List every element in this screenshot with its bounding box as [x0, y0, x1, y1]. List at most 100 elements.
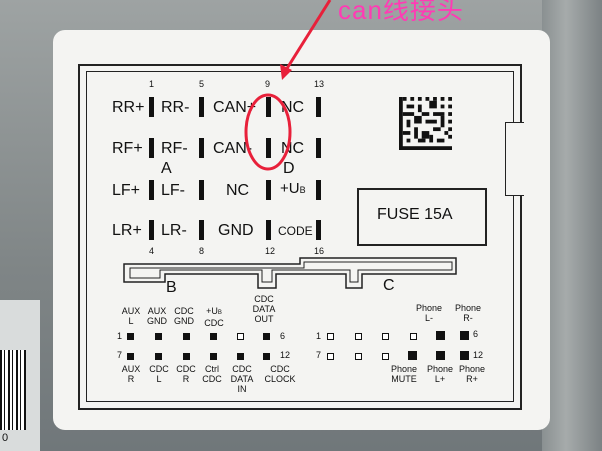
- pin-label: LR-: [161, 222, 187, 239]
- letter-c: C: [383, 277, 395, 294]
- label-frame-outer: [78, 64, 522, 410]
- pin: [316, 180, 321, 200]
- pin-square: [410, 333, 417, 340]
- pin-number: 9: [265, 79, 271, 89]
- pin-number: 12: [265, 246, 276, 256]
- pin-square: [327, 353, 334, 360]
- pin-square: [263, 353, 270, 360]
- pin: [199, 138, 204, 158]
- pin-number: 5: [199, 79, 205, 89]
- pin-square: [155, 333, 162, 340]
- pin-number: 16: [314, 246, 325, 256]
- pin-label: LF-: [161, 182, 185, 199]
- pin-square: [183, 333, 190, 340]
- pin: [266, 138, 271, 158]
- pin-number: 1: [117, 331, 123, 341]
- pin-label: GND: [218, 222, 254, 239]
- pin: [199, 97, 204, 117]
- pin-label: LR+: [112, 222, 142, 239]
- pin-square: [460, 331, 469, 340]
- pin-label: RR-: [161, 99, 190, 116]
- pin: [149, 220, 154, 240]
- pin-square: [355, 333, 362, 340]
- pin-square: [436, 351, 445, 360]
- pin-number: 7: [316, 350, 322, 360]
- pin-number: 1: [149, 79, 155, 89]
- pin-number: 8: [199, 246, 205, 256]
- pin-square: [327, 333, 334, 340]
- pin-square: [237, 353, 244, 360]
- pin-label: LF+: [112, 182, 141, 199]
- pin-square: [210, 353, 217, 360]
- highlight-circle: [244, 93, 292, 171]
- pin-number: 6: [473, 329, 479, 339]
- pin-label: RF+: [112, 140, 143, 157]
- pin: [266, 97, 271, 117]
- pin: [266, 180, 271, 200]
- letter-a: A: [161, 160, 172, 177]
- pin: [149, 97, 154, 117]
- pin-square: [408, 351, 417, 360]
- barcode: [0, 350, 26, 430]
- pin: [266, 220, 271, 240]
- fuse-box: [357, 188, 487, 246]
- pin-label: NC: [226, 182, 250, 199]
- pin-square: [263, 333, 270, 340]
- pin-square: [355, 353, 362, 360]
- pin-square: [127, 333, 134, 340]
- pin-square: [436, 331, 445, 340]
- pin: [199, 180, 204, 200]
- pin-number: 6: [280, 331, 286, 341]
- pin-square: [382, 353, 389, 360]
- pin-number: 1: [316, 331, 322, 341]
- pin-number: 12: [280, 350, 291, 360]
- pin-number: 7: [117, 350, 123, 360]
- datamatrix-code: [399, 97, 452, 150]
- pin-square: [382, 333, 389, 340]
- fuse-label: FUSE 15A: [377, 206, 453, 223]
- pin-label: +U: [280, 180, 300, 197]
- pin-square: [460, 351, 469, 360]
- pin: [149, 180, 154, 200]
- pin: [316, 220, 321, 240]
- pin-square: [155, 353, 162, 360]
- pin-label: RR+: [112, 99, 145, 116]
- pin: [316, 97, 321, 117]
- pin-square: [210, 333, 217, 340]
- pin-label: CAN+: [213, 99, 257, 116]
- pin-square: [237, 333, 244, 340]
- label-frame-inner: [86, 71, 514, 402]
- pin: [149, 138, 154, 158]
- pin-label-uplus: +UB: [280, 180, 306, 197]
- pin-number: 12: [473, 350, 484, 360]
- letter-d: D: [283, 160, 295, 177]
- pin-square: [183, 353, 190, 360]
- metal-edge: [542, 0, 602, 451]
- subscript: B: [299, 185, 306, 195]
- pin: [316, 138, 321, 158]
- top-caption: can线接头: [338, 0, 464, 25]
- letter-b: B: [166, 279, 177, 296]
- label-notch: [505, 122, 524, 196]
- pin-label: CAN-: [213, 140, 253, 157]
- barcode-number: 0: [2, 432, 9, 444]
- pin-label: CODE: [278, 224, 313, 238]
- pin: [199, 220, 204, 240]
- wiring-label: [53, 30, 550, 430]
